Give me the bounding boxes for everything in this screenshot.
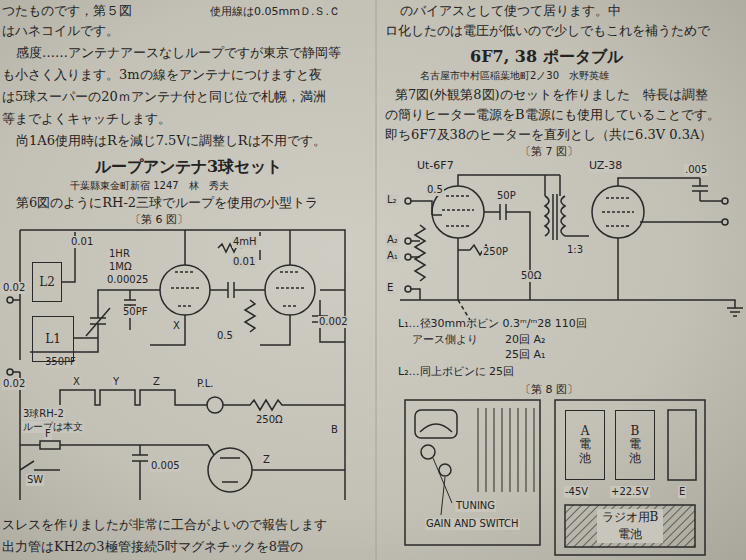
part-label: P.L. bbox=[196, 378, 214, 390]
text-line: は5球スーパーの20ｍアンテナ付と同じ位で札幌，満洲 bbox=[2, 90, 326, 105]
text-line: 感度……アンテナアースなしループですが東京で静岡等 bbox=[16, 46, 341, 61]
part-label: 0.5 bbox=[426, 184, 444, 196]
part-label: X bbox=[172, 320, 181, 332]
text-line: 尚1A6使用時はRを減じ7.5Vに調整しRは不用です。 bbox=[16, 134, 326, 149]
text-line: 第6図のようにRH-2三球でループを使用の小型トラ bbox=[16, 196, 318, 211]
text-line: アース側より bbox=[412, 334, 478, 347]
text-line: つたものです，第５図 bbox=[2, 4, 132, 19]
text-line: 千葉縣東金町新宿 1247 林 秀夫 bbox=[70, 180, 229, 192]
part-label: Z bbox=[152, 376, 161, 388]
text-line: L₁…径30mmボビン 0.3ᵐ/ᵐ28 110回 bbox=[398, 318, 587, 331]
text-line: 第7図(外観第8図)のセットを作りました 特長は調整 bbox=[395, 88, 708, 103]
text-line: 25回 A₁ bbox=[505, 349, 545, 362]
text-line: 〔第 7 図〕 bbox=[520, 146, 578, 159]
part-label: 1MΩ bbox=[108, 261, 133, 273]
part-label: A₁ bbox=[386, 250, 399, 262]
text-line: のバイアスとして使つて居ります。中 bbox=[400, 4, 621, 19]
battery-compartment: ラジオ用B電池 bbox=[565, 505, 695, 547]
node-text: ラジオ用B電池 bbox=[597, 509, 663, 543]
part-label: 3球RH-2 bbox=[22, 408, 65, 420]
part-label: 0.02 bbox=[2, 378, 26, 390]
part-label: +22.5V bbox=[610, 486, 650, 498]
part-label: Y bbox=[112, 376, 120, 388]
text-line: スレスを作りましたが非常に工合がよいので報告します bbox=[2, 518, 327, 533]
part-label: L₂ bbox=[386, 194, 398, 206]
text-line: 等までよくキャッチします。 bbox=[2, 112, 171, 127]
part-label: 250P bbox=[482, 246, 509, 258]
part-label: 0.002 bbox=[318, 316, 349, 328]
part-label: Ut-6F7 bbox=[416, 160, 455, 173]
part-label: 50Ω bbox=[520, 270, 542, 282]
part-label: SW bbox=[26, 474, 44, 486]
part-label: 0.005 bbox=[150, 460, 181, 472]
part-label: Z bbox=[262, 454, 271, 466]
text-line: 6F7, 38 ポータブル bbox=[470, 48, 623, 66]
part-label: -45V bbox=[564, 486, 589, 498]
loop-coil-box: L2 bbox=[32, 262, 62, 302]
text-line: も小さく入ります。3mの線をアンテナにつけますと夜 bbox=[2, 68, 322, 83]
text-line: ロ化したのは電圧が低いので少しでもこれを補うためで bbox=[385, 24, 710, 39]
part-label: 0.01 bbox=[70, 236, 94, 248]
text-line: はハネコイルです。 bbox=[2, 24, 119, 39]
part-label: UZ-38 bbox=[588, 160, 623, 173]
part-label: 0.5 bbox=[216, 330, 234, 342]
part-label: B bbox=[330, 424, 339, 436]
node-text: L2 bbox=[39, 275, 55, 289]
text-line: 20回 A₂ bbox=[505, 334, 545, 347]
text-line: L₂…同上ボビンに 25回 bbox=[398, 366, 514, 379]
text-line: 名古屋市中村區稲葉地町2ノ30 水野英雄 bbox=[420, 70, 609, 82]
part-label: 1:3 bbox=[566, 244, 584, 256]
text-line: 使用線は0.05mmＤ.Ｓ.Ｃ bbox=[210, 6, 340, 19]
node-text: A電池 bbox=[579, 425, 591, 465]
part-label: A₂ bbox=[386, 234, 399, 246]
part-label: 0.00025 bbox=[106, 274, 149, 286]
node-text: B電池 bbox=[629, 425, 641, 465]
text-line: 出力管はKH2の3極管接続5吋マグネチックを8畳の bbox=[2, 540, 303, 555]
text-line: 〔第 6 図〕 bbox=[130, 214, 188, 227]
part-label: F bbox=[44, 428, 52, 440]
part-label: 0.01 bbox=[232, 256, 256, 268]
battery-box: A電池 bbox=[565, 410, 605, 480]
part-label: E bbox=[386, 282, 394, 294]
part-label: .005 bbox=[684, 164, 708, 176]
part-label: 50PF bbox=[122, 306, 149, 318]
part-label: GAIN AND SWITCH bbox=[425, 518, 520, 530]
text-line: の簡りヒーター電源をB電源にも使用していることです。 bbox=[385, 108, 720, 123]
loop-coil-box: L1 bbox=[32, 316, 74, 362]
part-label: 1HR bbox=[108, 248, 131, 260]
part-label: E bbox=[678, 486, 686, 498]
part-label: 4mH bbox=[232, 236, 258, 248]
part-label: 250Ω bbox=[255, 414, 284, 426]
part-label: ループは本文 bbox=[22, 421, 84, 433]
text-line: 即ち6F7及38のヒーターを直列とし（共に6.3V 0.3A） bbox=[385, 128, 712, 143]
part-label: 50P bbox=[496, 190, 517, 202]
text-line: ループアンテナ3球セット bbox=[95, 158, 282, 176]
part-label: TUNING bbox=[455, 500, 496, 512]
battery-box: B電池 bbox=[615, 410, 655, 480]
text-line: 〔第 8 図〕 bbox=[520, 384, 578, 397]
part-label: 0.02 bbox=[2, 282, 26, 294]
part-label: X bbox=[72, 376, 81, 388]
node-text: L1 bbox=[45, 332, 61, 346]
